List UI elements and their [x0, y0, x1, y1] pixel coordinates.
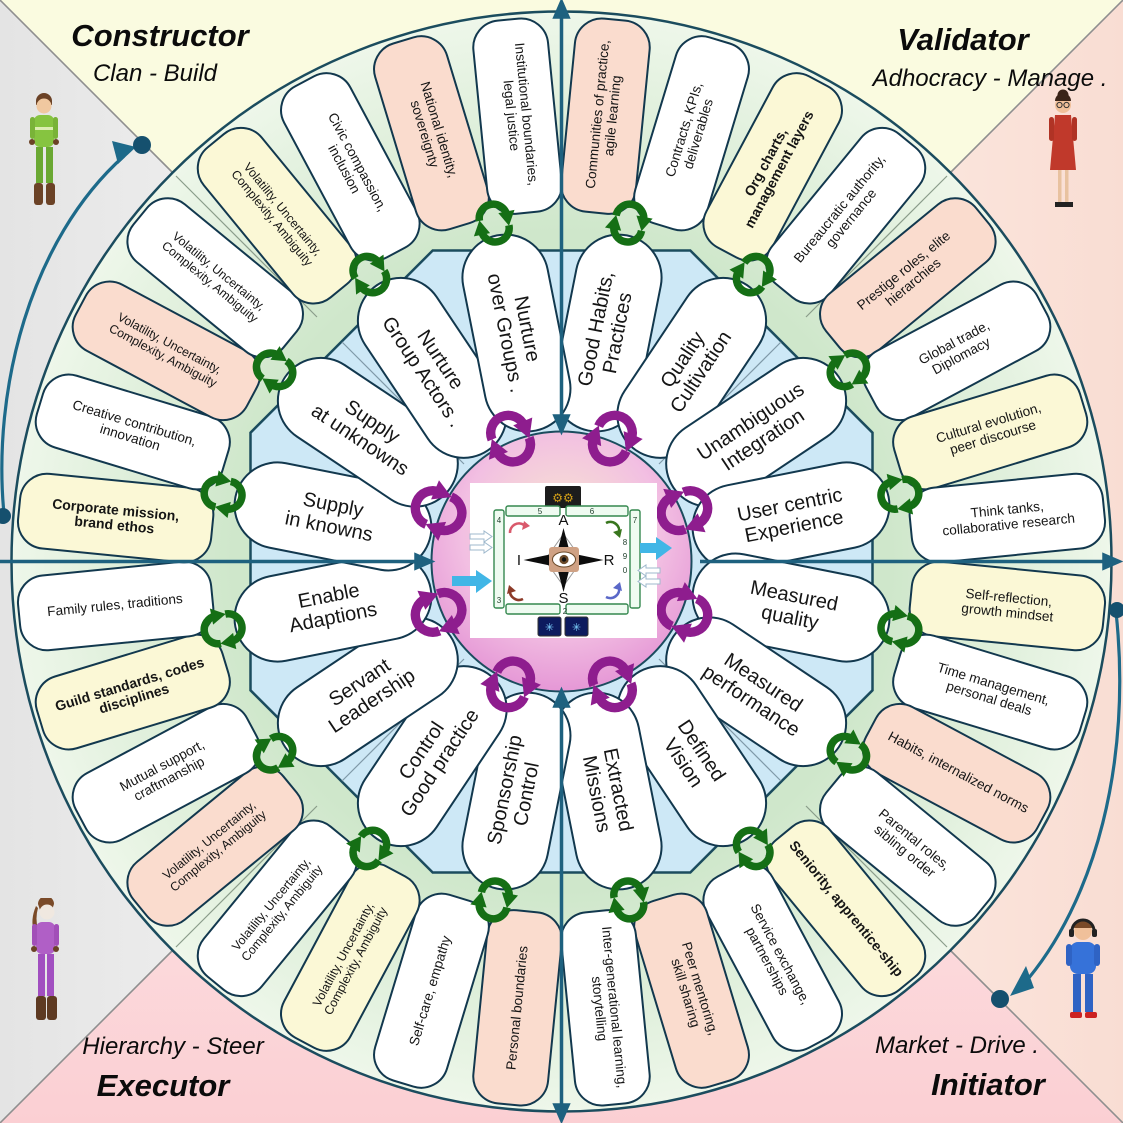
frame-digit: 0 [623, 566, 628, 575]
frame-digits: 4 5 6 7 8 9 0 3 2 [497, 507, 638, 616]
quadrant-title-executor: Executor [96, 1068, 230, 1103]
svg-text:⚙⚙: ⚙⚙ [552, 491, 574, 505]
constructor-person-figure [29, 93, 59, 205]
frame-digit: 6 [590, 507, 595, 516]
outline-arrow-icon [469, 530, 661, 588]
frame-digit: 8 [623, 538, 628, 547]
quadrant-subtitle-market-drive: Market - Drive . [874, 1032, 1040, 1059]
compass-letter-r: R [604, 552, 615, 569]
executor-person-figure [31, 898, 59, 1020]
center-compass-panel: ⚙⚙ 4 5 6 7 8 9 0 3 2 A R S I [452, 483, 672, 638]
compass-letter-i: I [517, 552, 521, 569]
quadrant-subtitle-clan-build: Clan - Build [92, 60, 218, 87]
svg-text:✳: ✳ [572, 622, 581, 634]
validator-person-figure [1049, 89, 1077, 207]
quadrant-title-constructor: Constructor [71, 18, 249, 53]
red-curve-arrow-icon [508, 522, 525, 534]
quadrant-subtitle-hierarchy-steer: Hierarchy - Steer [82, 1033, 264, 1060]
mandala-icon: ✳ ✳ [537, 616, 589, 637]
frame-digit: 2 [563, 607, 568, 616]
frame-digit: 3 [497, 596, 502, 605]
frame-digit: 5 [538, 507, 543, 516]
quadrant-subtitle-adhocracy-manage: Adhocracy - Manage . [872, 65, 1108, 92]
svg-text:✳: ✳ [545, 622, 554, 634]
frame-digit: 7 [633, 516, 638, 525]
quadrant-title-validator: Validator [897, 22, 1029, 57]
frame-digit: 4 [497, 516, 502, 525]
gears-icon [545, 486, 581, 508]
compass-letter-a: A [558, 512, 568, 529]
quadrant-title-initiator: Initiator [931, 1067, 1045, 1102]
compass-letter-s: S [558, 590, 568, 607]
initiator-person-figure [1066, 918, 1100, 1018]
frame-bars [493, 505, 641, 615]
flow-arrow-icon [452, 537, 672, 593]
frame-digit: 9 [623, 552, 628, 561]
